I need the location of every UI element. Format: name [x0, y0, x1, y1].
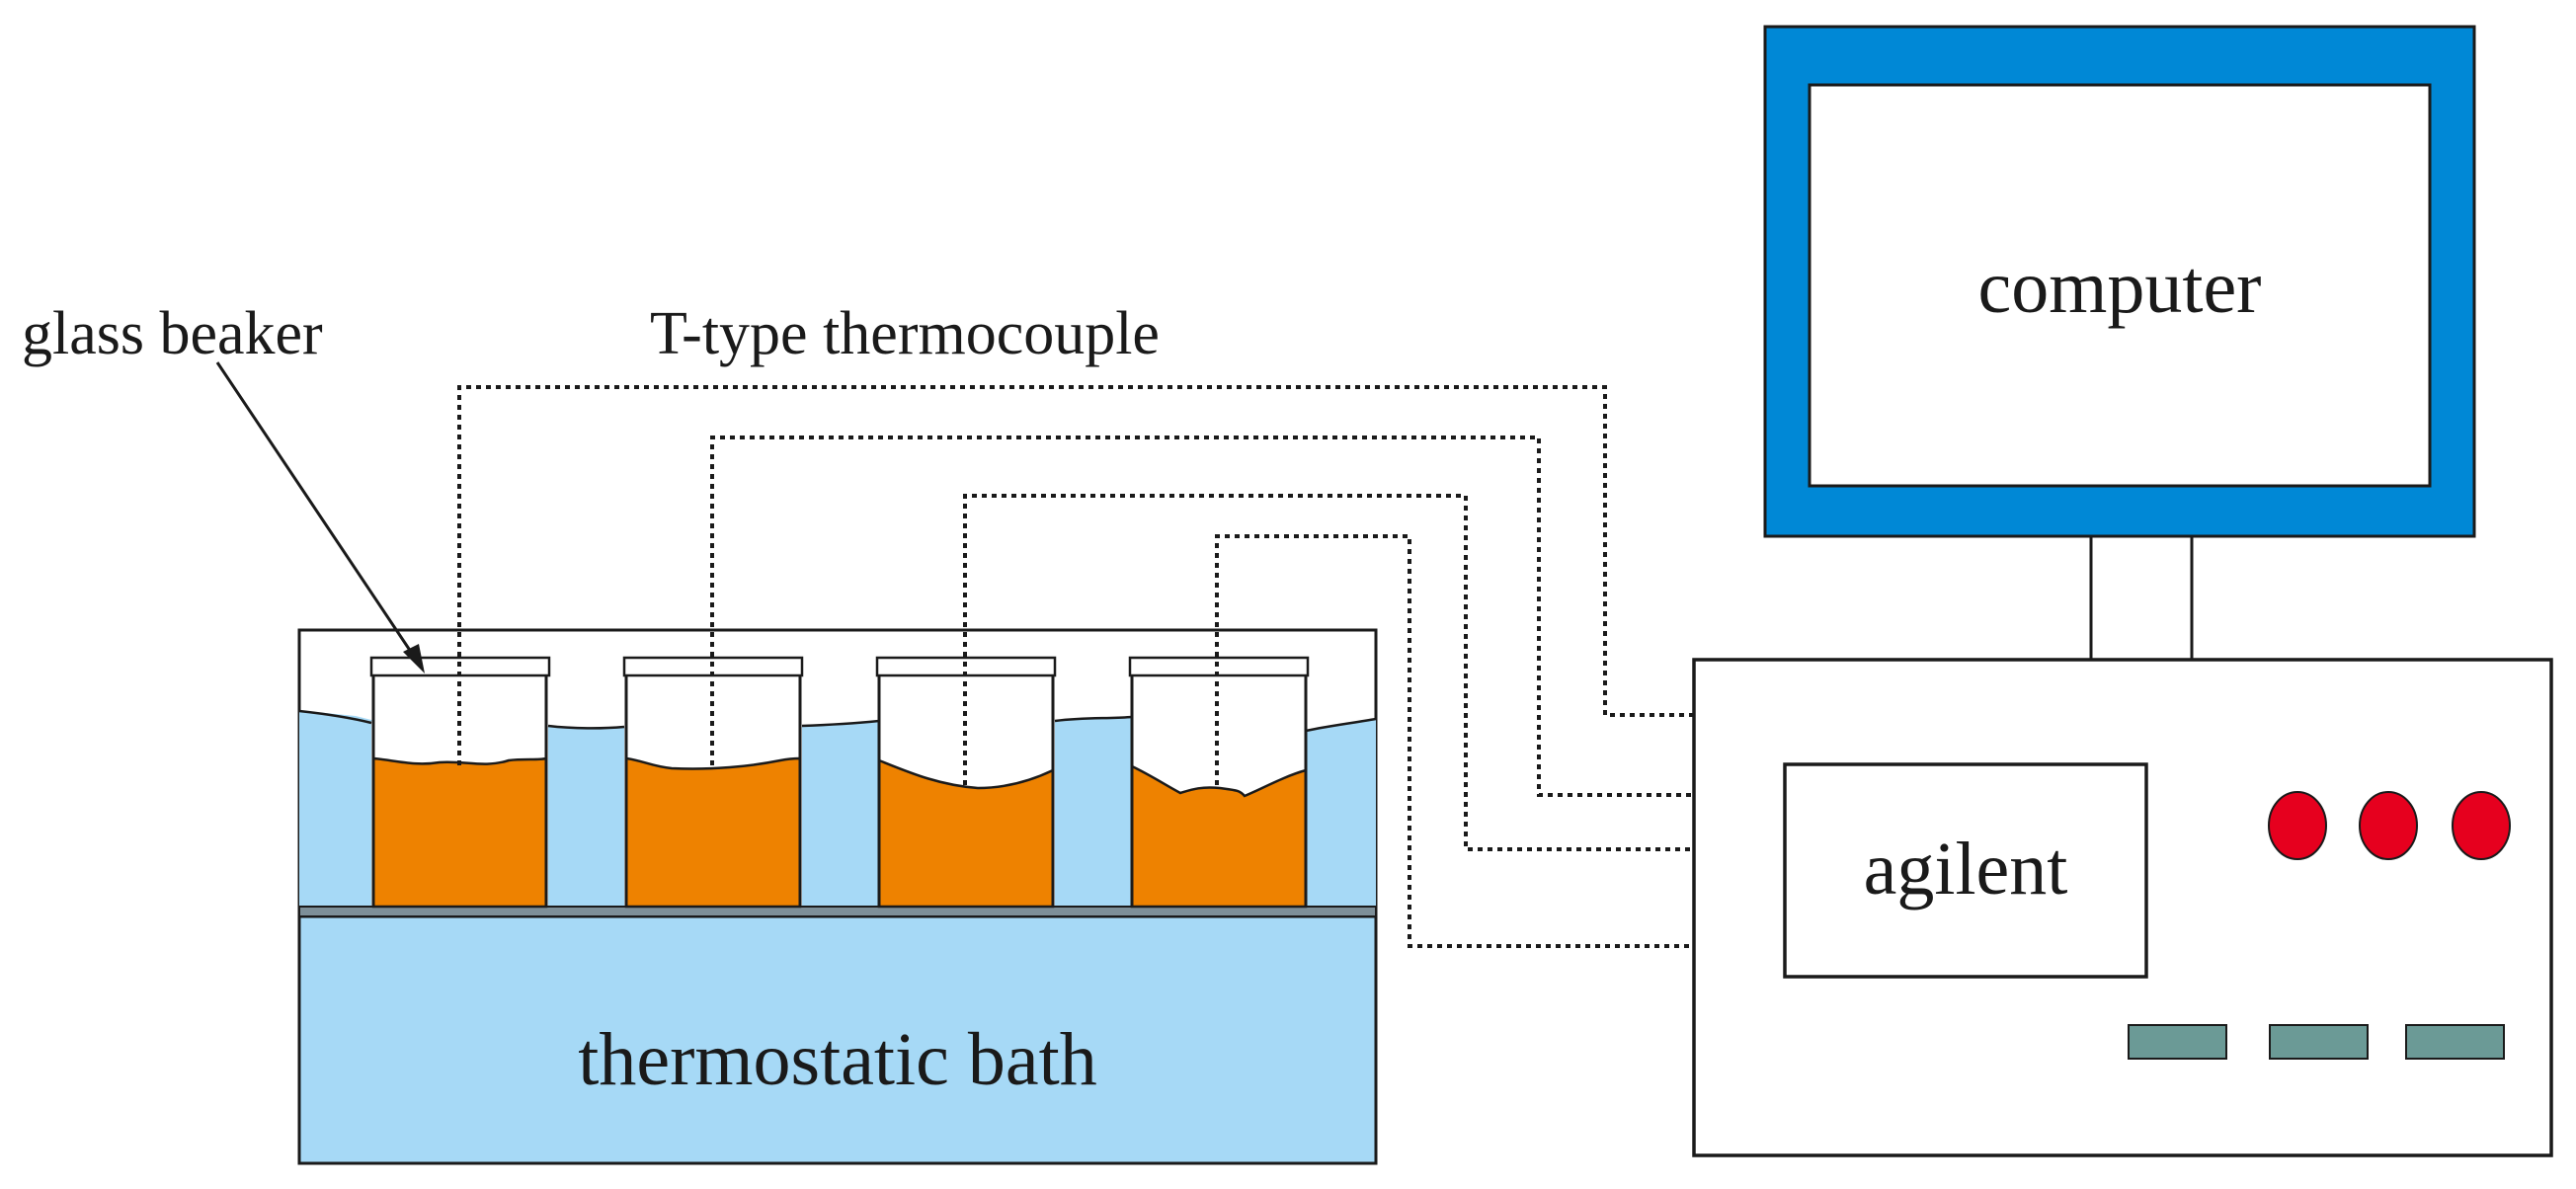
pointer-line	[215, 361, 421, 665]
computer-label: computer	[1977, 246, 2261, 329]
sample-liquid	[877, 758, 1055, 909]
monitor-screen	[1808, 83, 2432, 488]
thermocouple-wire	[457, 385, 1694, 765]
agilent-label: agilent	[1864, 828, 2068, 911]
panel-button-icon	[2405, 1024, 2505, 1060]
glass-beaker	[369, 656, 551, 909]
water-surface-line	[547, 724, 625, 730]
indicator-light-icon	[2268, 791, 2327, 860]
thermocouple-wires	[457, 385, 1694, 948]
water-surface-line	[1305, 717, 1377, 733]
bath-shelf-plate	[298, 906, 1377, 917]
thermostatic-bath-label: thermostatic bath	[578, 1018, 1097, 1101]
monitor-stand	[2089, 534, 2194, 662]
glass-beaker-pointer	[215, 361, 425, 674]
thermocouple-wire	[710, 436, 1694, 797]
agilent-logger	[1692, 658, 2553, 1157]
bath-water-between	[299, 711, 1376, 909]
water-surface-line	[298, 709, 372, 725]
water-surface-line	[1054, 715, 1132, 723]
thermocouple-wire	[963, 494, 1694, 851]
water-surface-line	[801, 719, 880, 728]
arrowhead-icon	[403, 644, 425, 674]
beaker-wall	[877, 660, 1055, 907]
sample-liquid	[1130, 764, 1308, 909]
panel-button-icon	[2128, 1024, 2227, 1060]
panel-button-icon	[2269, 1024, 2369, 1060]
thermocouple-label: T-type thermocouple	[650, 300, 1160, 367]
bath-lower-body	[297, 914, 1378, 1165]
beaker-wall	[624, 660, 802, 907]
computer-monitor	[1763, 25, 2476, 662]
indicator-light-icon	[2452, 791, 2511, 860]
logger-display	[1783, 762, 2148, 979]
beaker-wall	[1130, 660, 1308, 907]
sample-liquid	[371, 756, 548, 909]
glass-beaker-label: glass beaker	[22, 300, 323, 367]
glass-beaker	[622, 656, 804, 909]
beaker-wall	[371, 660, 548, 907]
indicator-light-icon	[2359, 791, 2418, 860]
sample-liquid	[624, 756, 802, 909]
